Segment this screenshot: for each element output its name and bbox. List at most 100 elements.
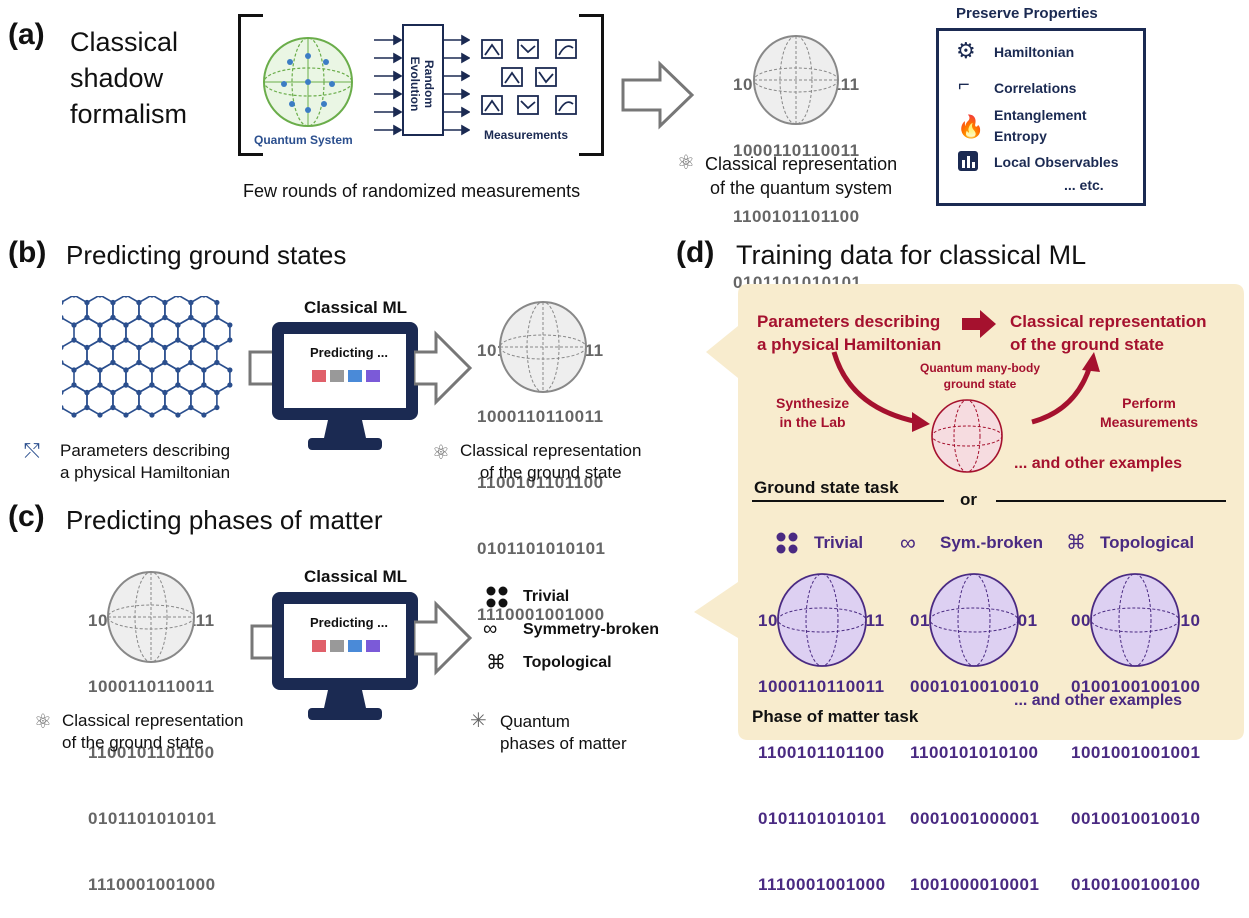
lattice-site (188, 404, 194, 411)
lattice-site (214, 389, 220, 396)
four-dots-icon (486, 586, 508, 608)
asterisk-icon: ✳ (470, 710, 487, 732)
d-params-l1: Parameters describing (757, 312, 941, 331)
lattice-site (162, 359, 168, 366)
quantum-system-label: Quantum System (254, 133, 353, 147)
random-evolution-label: Random Evolution (408, 56, 436, 112)
panel-c-repr: Classical representation of the ground s… (62, 710, 243, 754)
panel-a-title: Classical shadow formalism (70, 24, 187, 132)
classical-shadow-sphere (753, 35, 839, 125)
lattice-site (136, 359, 142, 366)
preserve-local-observables: Local Observables (994, 154, 1119, 170)
preserve-entanglement: Entanglement (994, 107, 1087, 123)
params-l2: a physical Hamiltonian (60, 463, 231, 482)
measurement-meters (481, 39, 577, 115)
lattice-site (162, 344, 168, 351)
monitor-b (272, 322, 418, 450)
lattice-site (110, 314, 116, 321)
panel-a-repr-caption: Classical representation of the quantum … (705, 152, 897, 200)
bits-d-row: 1001000010001 (910, 875, 1040, 894)
lattice-site (201, 382, 207, 388)
d-perform-l2: Measurements (1100, 414, 1199, 430)
panel-d-title: Training data for classical ML (736, 240, 1087, 270)
d-params: Parameters describing a physical Hamilto… (757, 310, 941, 356)
lattice-site (71, 367, 77, 373)
lattice-site (136, 299, 142, 306)
crop-icon: ⌐ (958, 74, 970, 96)
lattice-site (162, 389, 168, 396)
gear-icon: ⚙ (956, 38, 976, 63)
lattice-site (149, 322, 155, 328)
lattice-site (123, 412, 129, 418)
phase-symmetry-broken: Symmetry-broken (523, 621, 660, 638)
bar-chart-icon (958, 151, 978, 171)
d-phase-sym-broken: Sym.-broken (940, 533, 1043, 552)
lattice-site (136, 404, 142, 411)
d-params-l2: a physical Hamiltonian (757, 335, 942, 354)
lattice-site (149, 367, 155, 373)
lattice-site (123, 337, 129, 343)
bits-d-row: 1100101010100 (910, 743, 1039, 762)
ground-state-task: Ground state task (754, 478, 899, 497)
lattice-site (71, 296, 77, 298)
lattice-site (136, 344, 142, 351)
repr-caption-l2: of the quantum system (710, 178, 893, 198)
bits-d-row: 1110001001000 (758, 875, 886, 894)
lattice-site (62, 360, 64, 365)
lattice-site (97, 296, 103, 298)
lattice-site (188, 359, 194, 366)
lattice-site (162, 404, 168, 411)
params-l1: Parameters describing (60, 441, 231, 460)
lattice-site (149, 382, 155, 388)
swirl-icon: ∞ (483, 618, 498, 640)
lattice-site (175, 322, 181, 328)
lattice-site (136, 389, 142, 396)
lattice-site (175, 367, 181, 373)
lattice-site (149, 337, 155, 343)
bits-d-row: 1001001001001 (1071, 743, 1201, 762)
d-qmb-l1: Quantum many-body (920, 361, 1041, 375)
d-perform-l1: Perform (1122, 395, 1176, 411)
panel-a-title-line2: shadow (70, 63, 164, 93)
bits-b-row: 1100101101100 (477, 473, 604, 492)
lattice-site (136, 314, 142, 321)
lattice-site (175, 382, 181, 388)
d-synth: Synthesize in the Lab (776, 394, 849, 432)
purple-sphere-1 (777, 573, 867, 667)
qp-l2: phases of matter (500, 734, 627, 753)
lattice-site (188, 314, 194, 321)
lattice-site (214, 344, 220, 351)
d-arrow-right (962, 310, 996, 338)
bits-b-row: 1110001001000 (477, 605, 605, 624)
atom-icon: ⚛ (432, 442, 450, 464)
lattice-site (62, 390, 64, 395)
lattice-site (110, 389, 116, 396)
panel-b-params: Parameters describing a physical Hamilto… (60, 440, 230, 484)
bits-c-row: 1110001001000 (88, 875, 216, 894)
lattice-site (175, 412, 181, 418)
panel-b-ml-title: Classical ML (304, 298, 407, 317)
d-classical-l2: of the ground state (1010, 335, 1164, 354)
panel-c-qp: Quantum phases of matter (500, 711, 627, 755)
repr-l2: of the ground state (62, 733, 204, 752)
bits-c-row: 0101101010101 (88, 809, 217, 828)
lattice-site (71, 337, 77, 343)
lattice-site (201, 367, 207, 373)
lattice-site (214, 314, 220, 321)
arrow-b-out (414, 330, 473, 406)
panel-a-title-line3: formalism (70, 99, 188, 129)
lattice-site (62, 405, 64, 410)
bits-b-row: 0101101010101 (477, 539, 606, 558)
lattice-site (97, 367, 103, 373)
hexagon (112, 384, 140, 416)
bits-d-row: 0100100100100 (1071, 677, 1201, 696)
lattice-site (149, 412, 155, 418)
lattice-site (214, 359, 220, 366)
lattice-site (227, 382, 233, 388)
panel-b-title: Predicting ground states (66, 240, 347, 270)
lattice-site (62, 300, 64, 305)
swirl-icon: ∞ (900, 530, 916, 555)
d-divider-left (752, 500, 944, 502)
purple-sphere-3 (1090, 573, 1180, 667)
lattice-site (214, 299, 220, 306)
